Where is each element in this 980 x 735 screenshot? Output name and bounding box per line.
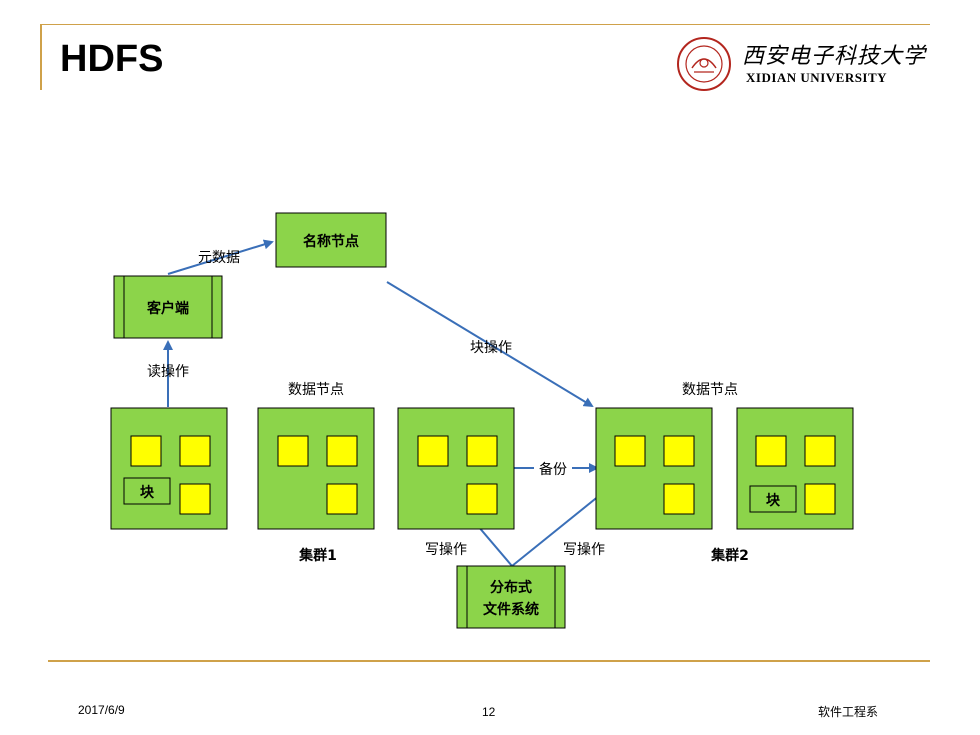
block xyxy=(326,435,358,467)
title-rule-top xyxy=(40,24,930,25)
block xyxy=(179,435,211,467)
page-number: 12 xyxy=(482,705,496,719)
block xyxy=(663,483,695,515)
footer-rule xyxy=(48,660,930,662)
block xyxy=(804,435,836,467)
block-op-edge xyxy=(386,281,594,408)
read-label: 读操作 xyxy=(147,363,189,380)
dfs-label-line1: 分布式 xyxy=(490,579,532,596)
backup-label: 备份 xyxy=(539,461,567,478)
name-node xyxy=(275,212,387,268)
title-rule-left xyxy=(40,24,42,90)
footer-department: 软件工程系 xyxy=(818,705,879,719)
client-label: 客户端 xyxy=(146,300,189,317)
block xyxy=(466,483,498,515)
block-label-1: 块 xyxy=(140,485,155,501)
block xyxy=(417,435,449,467)
block xyxy=(179,483,211,515)
metadata-label: 元数据 xyxy=(198,250,240,266)
block xyxy=(466,435,498,467)
university-name-en: XIDIAN UNIVERSITY xyxy=(746,70,888,85)
block-label-2: 块 xyxy=(766,493,781,509)
metadata-edge xyxy=(167,239,274,275)
university-name-cn: 西安电子科技大学 xyxy=(742,44,927,69)
cluster-1-label: 集群1 xyxy=(298,547,337,564)
write-label-2: 写操作 xyxy=(563,542,605,558)
block-label-box-1 xyxy=(123,477,171,505)
page-title: HDFS xyxy=(60,38,164,80)
write-label-1: 写操作 xyxy=(425,542,467,558)
block xyxy=(130,435,162,467)
block xyxy=(326,483,358,515)
client-node xyxy=(113,275,223,339)
university-seal-icon xyxy=(677,37,731,91)
block-label-box-2 xyxy=(749,485,797,513)
block xyxy=(755,435,787,467)
block-op-label: 块操作 xyxy=(470,340,512,356)
data-node-label-1: 数据节点 xyxy=(288,382,344,398)
block xyxy=(614,435,646,467)
dfs-label-line2: 文件系统 xyxy=(483,601,539,618)
block xyxy=(663,435,695,467)
footer-date: 2017/6/9 xyxy=(78,703,125,717)
data-node-4 xyxy=(595,407,713,530)
block xyxy=(804,483,836,515)
name-node-label: 名称节点 xyxy=(303,233,359,250)
cluster-2-label: 集群2 xyxy=(710,547,749,564)
block xyxy=(277,435,309,467)
data-node-label-2: 数据节点 xyxy=(682,382,738,398)
dfs-node xyxy=(456,565,566,629)
